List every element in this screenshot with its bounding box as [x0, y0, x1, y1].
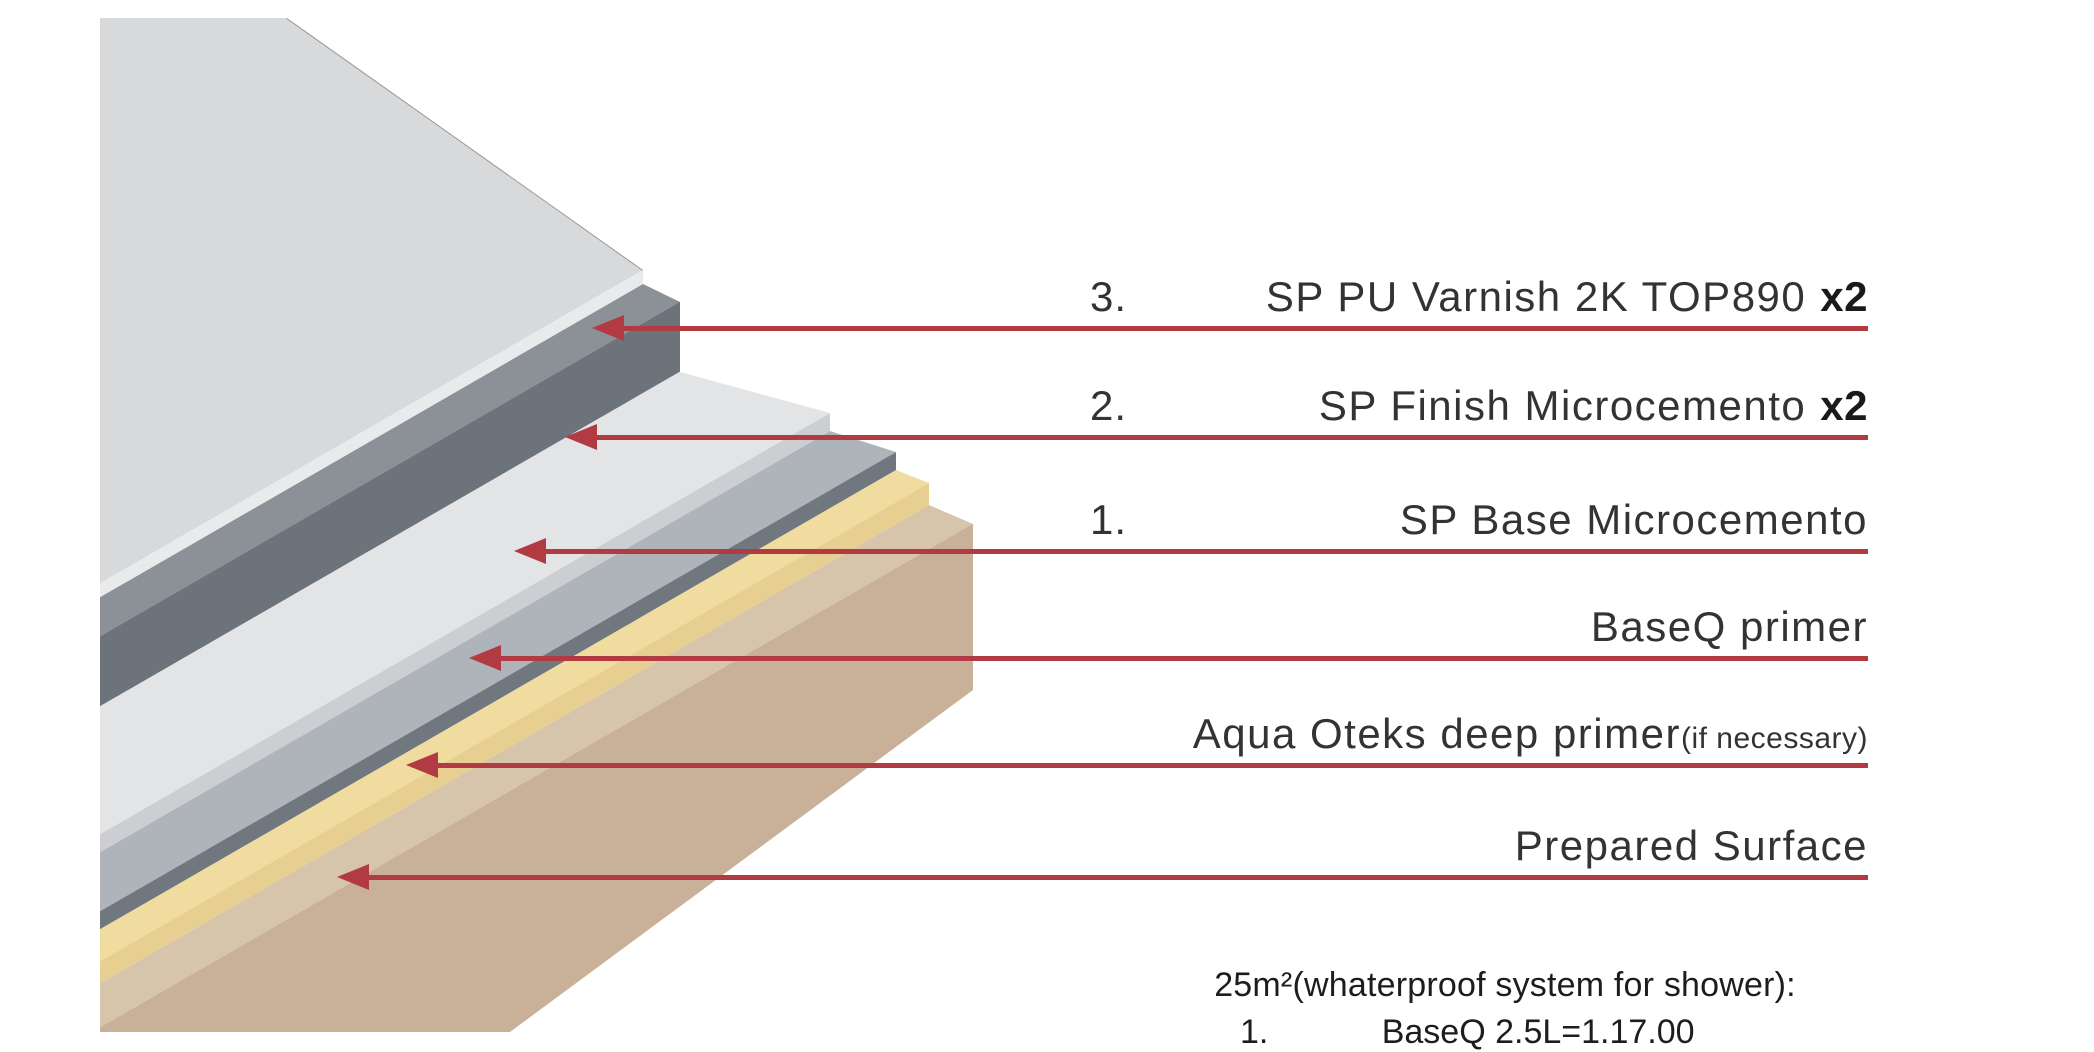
layer-stack-illustration — [100, 18, 973, 1032]
footer-area-note: 25m²(whaterproof system for shower): — [1214, 966, 1796, 1004]
layer-count-badge: x2 — [1820, 382, 1868, 429]
layer-label-row: 3. SP PU Varnish 2K TOP890 x2 — [1050, 270, 1868, 324]
footer-partial-item: 1. BaseQ 2.5L=1.17.00 — [1240, 1013, 1695, 1051]
layer-baseq-top-face — [100, 310, 973, 969]
layer-label: SP PU Varnish 2K TOP890 — [1265, 273, 1807, 320]
layer-label-row: BaseQ primer — [1050, 600, 1868, 654]
layer-label: SP Finish Microcemento — [1318, 382, 1807, 429]
layer-aqua-top-face — [100, 387, 973, 1019]
layer-number: 3. — [1090, 273, 1128, 320]
layer-note: (if necessary) — [1680, 722, 1868, 755]
callout-line — [434, 763, 1868, 768]
layer-label: Aqua Oteks deep primer — [1192, 710, 1681, 757]
layer-base-side-face — [100, 292, 973, 910]
callout-line — [497, 656, 1868, 661]
layer-label-row: Aqua Oteks deep primer(if necessary) — [1050, 707, 1868, 761]
callout-line — [542, 549, 1868, 554]
layer-surface-front-face — [100, 485, 973, 1032]
layer-label: BaseQ primer — [1590, 603, 1868, 650]
arrow-left-icon — [592, 315, 624, 341]
arrow-left-icon — [337, 864, 369, 890]
layer-count-badge: x2 — [1820, 273, 1868, 320]
layer-label-row: 2. SP Finish Microcemento x2 — [1050, 379, 1868, 433]
layer-label-row: 1. SP Base Microcemento — [1050, 493, 1868, 547]
arrow-left-icon — [565, 424, 597, 450]
callout-line — [593, 435, 1868, 440]
callout-line — [365, 875, 1868, 880]
layer-number: 2. — [1090, 382, 1128, 429]
layer-label: Prepared Surface — [1514, 822, 1868, 869]
arrow-left-icon — [469, 645, 501, 671]
arrow-left-icon — [514, 538, 546, 564]
arrow-left-icon — [406, 752, 438, 778]
layer-label: SP Base Microcemento — [1399, 496, 1868, 543]
layer-number: 1. — [1090, 496, 1128, 543]
layer-label-row: Prepared Surface — [1050, 819, 1868, 873]
layer-aqua-side-face — [100, 419, 973, 1032]
layer-baseq-side-face — [100, 369, 973, 987]
callout-line — [620, 326, 1868, 331]
